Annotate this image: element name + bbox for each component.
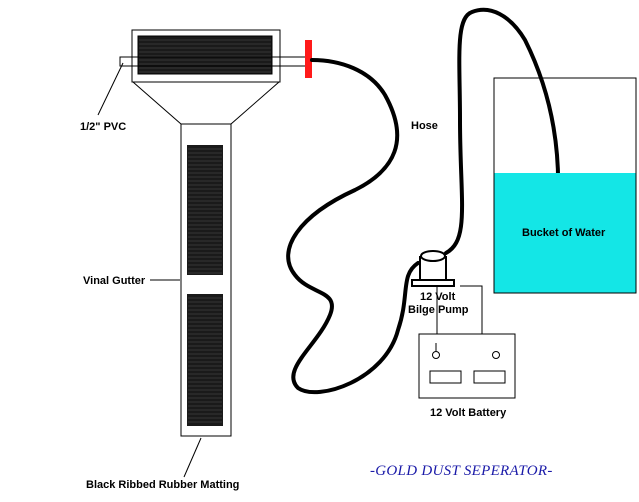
matting-upper <box>187 145 223 275</box>
matting-leader <box>183 437 202 478</box>
funnel-shape <box>131 81 281 125</box>
terminal-right <box>492 351 500 359</box>
pump-label-line2: Bilge Pump <box>408 304 469 316</box>
matting-label: Black Ribbed Rubber Matting <box>86 479 239 491</box>
hose-label: Hose <box>411 120 438 132</box>
pvc-label: 1/2" PVC <box>80 121 126 133</box>
diagram-title: -GOLD DUST SEPERATOR- <box>370 463 553 479</box>
matting-ribs <box>139 39 271 423</box>
water <box>494 173 636 293</box>
bucket-outline <box>493 77 637 294</box>
battery-label: 12 Volt Battery <box>430 407 507 419</box>
hose-cap <box>305 40 312 78</box>
battery-label-box-right <box>473 370 506 384</box>
battery <box>418 333 516 399</box>
gutter-label: Vinal Gutter <box>83 275 146 287</box>
pump-base <box>411 279 455 287</box>
terminal-left <box>432 351 440 359</box>
battery-body <box>418 333 516 399</box>
bucket-label: Bucket of Water <box>522 227 606 239</box>
bilge-pump <box>411 250 455 287</box>
hose <box>286 58 420 395</box>
hose-to-bucket <box>444 7 561 255</box>
battery-label-box-left <box>429 370 462 384</box>
matting-lower <box>187 294 223 426</box>
vinyl-gutter <box>139 39 271 437</box>
sluice-head-matting <box>137 35 273 75</box>
bucket <box>493 77 637 294</box>
pump-top <box>420 250 446 262</box>
pump-label-line1: 12 Volt <box>420 291 456 303</box>
funnel <box>131 81 281 125</box>
pvc-leader <box>97 62 124 116</box>
